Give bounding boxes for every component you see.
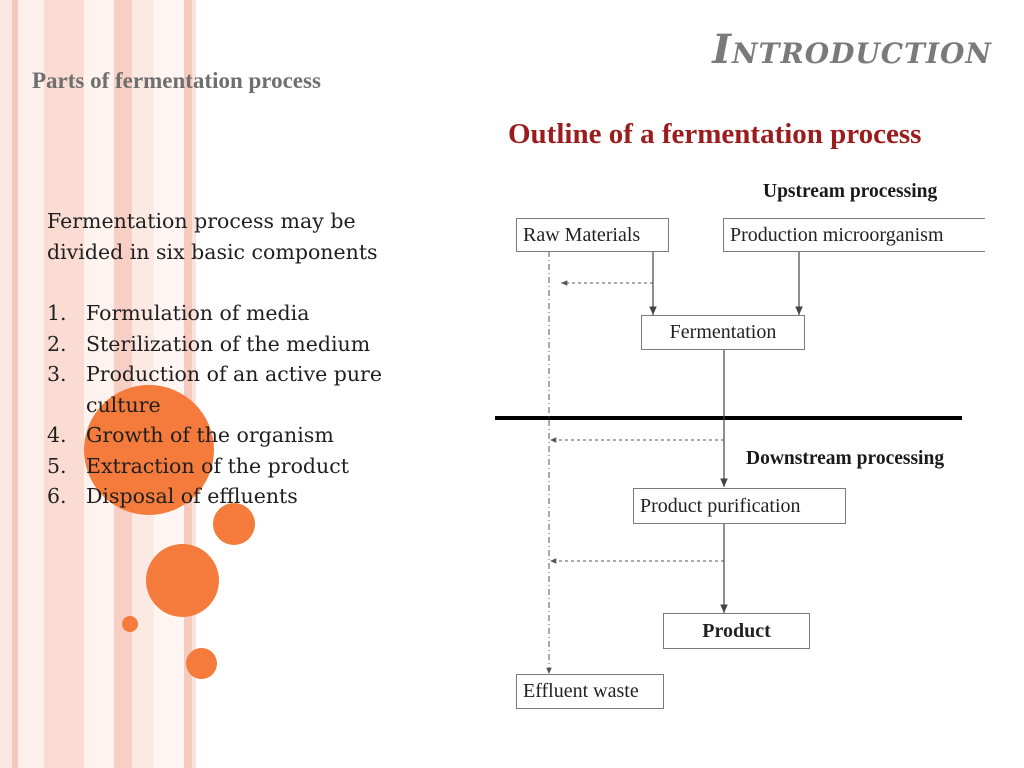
decorative-stripe xyxy=(114,0,132,768)
list-item-text: culture xyxy=(86,392,161,417)
list-item: 5. Extraction of the product xyxy=(47,451,467,482)
node-label: Effluent waste xyxy=(523,680,639,702)
decorative-stripe xyxy=(192,0,196,768)
diagram-title: Outline of a fermentation process xyxy=(508,118,922,150)
intro-line: divided in six basic components xyxy=(47,239,378,264)
decorative-stripe xyxy=(184,0,192,768)
node-effluent-waste: Effluent waste xyxy=(516,674,664,709)
decorative-circle-small xyxy=(213,503,255,545)
decorative-circle-tiny xyxy=(122,616,138,632)
list-item-text: Sterilization of the medium xyxy=(86,331,371,356)
decorative-stripe xyxy=(12,0,18,768)
list-item-text: Growth of the organism xyxy=(86,423,334,447)
downstream-label: Downstream processing xyxy=(746,448,945,469)
list-item: 3. Production of an active pure culture xyxy=(47,359,467,420)
intro-text: Fermentation process may be divided in s… xyxy=(47,206,467,267)
node-label: Raw Materials xyxy=(523,223,641,246)
node-product-purification: Product purification xyxy=(633,488,846,524)
list-item-text: Formulation of media xyxy=(86,301,310,325)
list-number: 5. xyxy=(47,453,67,478)
intro-line: Fermentation process may be xyxy=(47,209,356,233)
decorative-stripe xyxy=(44,0,84,768)
body-text: Fermentation process may be divided in s… xyxy=(47,206,467,512)
node-product: Product xyxy=(663,613,810,649)
decorative-stripe xyxy=(18,0,44,768)
decorative-stripe xyxy=(154,0,184,768)
list-item: 4. Growth of the organism xyxy=(47,420,467,451)
list-item: 2. Sterilization of the medium xyxy=(47,329,467,360)
list-item: 6. Disposal of effluents xyxy=(47,481,467,512)
component-list: 1. Formulation of media 2. Sterilization o… xyxy=(47,298,467,512)
slide-title: Introduction xyxy=(712,26,992,73)
node-label: Fermentation xyxy=(669,321,777,343)
list-number: 2. xyxy=(47,331,67,356)
list-number: 3. xyxy=(47,362,67,386)
list-item: 1. Formulation of media xyxy=(47,298,467,329)
list-number: 6. xyxy=(47,484,67,508)
node-fermentation: Fermentation xyxy=(641,315,805,350)
upstream-label: Upstream processing xyxy=(763,181,938,202)
decorative-circle-medium xyxy=(146,544,219,617)
decorative-stripe xyxy=(0,0,12,768)
list-item-text: Disposal of effluents xyxy=(86,484,298,508)
list-number: 1. xyxy=(47,301,67,325)
list-item-text: Production of an active pure xyxy=(86,362,382,386)
list-item-text: Extraction of the product xyxy=(86,453,349,478)
decorative-circle-small xyxy=(186,648,217,679)
list-number: 4. xyxy=(47,423,67,447)
node-raw-materials: Raw Materials xyxy=(516,218,669,252)
decorative-circle-large xyxy=(84,385,214,515)
section-title: Parts of fermentation process xyxy=(32,68,321,93)
node-label: Product purification xyxy=(640,494,801,517)
decorative-stripe xyxy=(84,0,114,768)
node-label: Production microorganism xyxy=(730,223,944,246)
node-production-microorganism: Production microorganism xyxy=(723,218,985,252)
node-label: Product xyxy=(702,619,771,642)
